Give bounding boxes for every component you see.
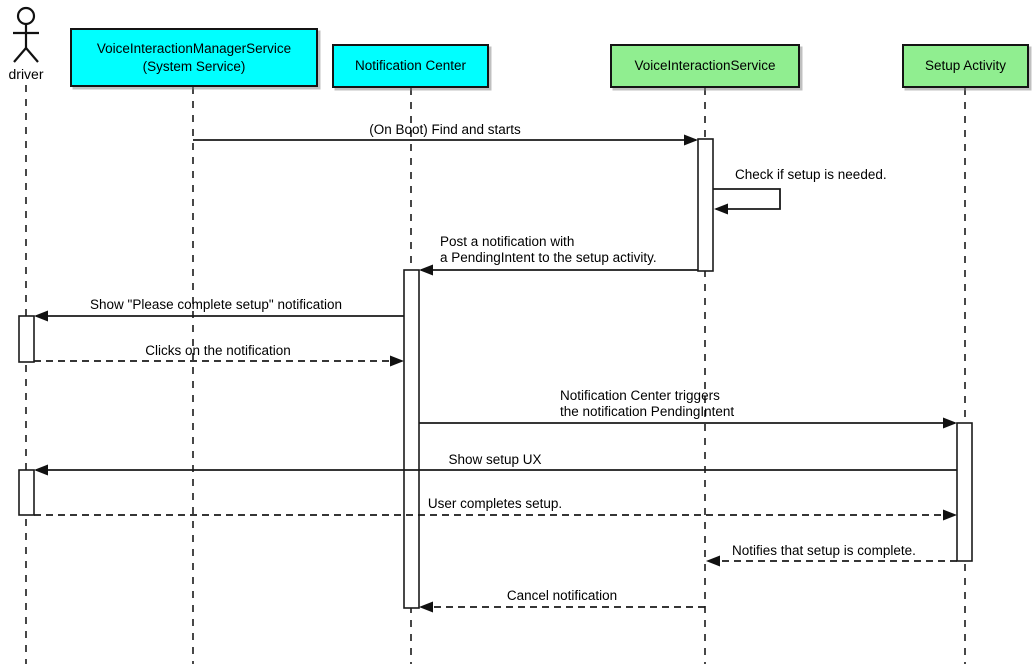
message-label-7: Show setup UX	[448, 452, 542, 467]
message-arrow-1	[193, 134, 698, 146]
message-label-2: Check if setup is needed.	[735, 167, 887, 182]
message-arrow-10	[419, 601, 705, 613]
participant-voiceinteractionmanagerservice: VoiceInteractionManagerService (System S…	[70, 28, 318, 87]
message-arrow-7	[34, 464, 957, 476]
message-arrow-2-self	[713, 188, 781, 215]
message-label-3: Post a notification with a PendingIntent…	[440, 234, 657, 266]
message-label-8: User completes setup.	[427, 496, 563, 511]
message-arrow-3	[419, 264, 698, 276]
message-arrow-9	[706, 555, 957, 567]
message-label-9: Notifies that setup is complete.	[732, 543, 916, 558]
activation-setup-activity	[956, 422, 973, 562]
message-label-line: Notification Center triggers	[560, 388, 720, 403]
participant-setup-activity: Setup Activity	[902, 44, 1029, 88]
participant-label-line: Notification Center	[354, 58, 467, 74]
message-arrow-8	[34, 509, 957, 521]
message-label-line: Post a notification with	[440, 234, 575, 249]
activation-driver-1	[18, 315, 35, 363]
message-label-5: Clicks on the notification	[145, 343, 291, 358]
participant-label-line: VoiceInteractionService	[634, 58, 776, 74]
participant-notification-center: Notification Center	[332, 44, 489, 88]
message-label-1: (On Boot) Find and starts	[369, 122, 521, 137]
message-label-4: Show "Please complete setup" notificatio…	[90, 297, 342, 312]
participant-label-line: (System Service)	[142, 58, 246, 74]
activation-notification-center	[403, 269, 420, 609]
activation-driver-2	[18, 469, 35, 516]
message-arrow-4	[34, 310, 404, 322]
actor-driver-label: driver	[8, 66, 44, 82]
message-arrow-6	[419, 417, 957, 429]
actor-driver-icon	[13, 6, 39, 63]
activation-voiceinteractionservice	[697, 138, 714, 272]
message-label-10: Cancel notification	[506, 588, 618, 603]
message-arrow-5	[34, 355, 404, 367]
message-label-line: the notification PendingIntent	[560, 404, 735, 419]
message-label-line: a PendingIntent to the setup activity.	[440, 250, 657, 265]
participant-label-line: Setup Activity	[924, 58, 1007, 74]
participant-label-line: VoiceInteractionManagerService	[96, 40, 292, 56]
participant-voiceinteractionservice: VoiceInteractionService	[610, 44, 800, 88]
message-label-6: Notification Center triggers the notific…	[560, 388, 734, 420]
